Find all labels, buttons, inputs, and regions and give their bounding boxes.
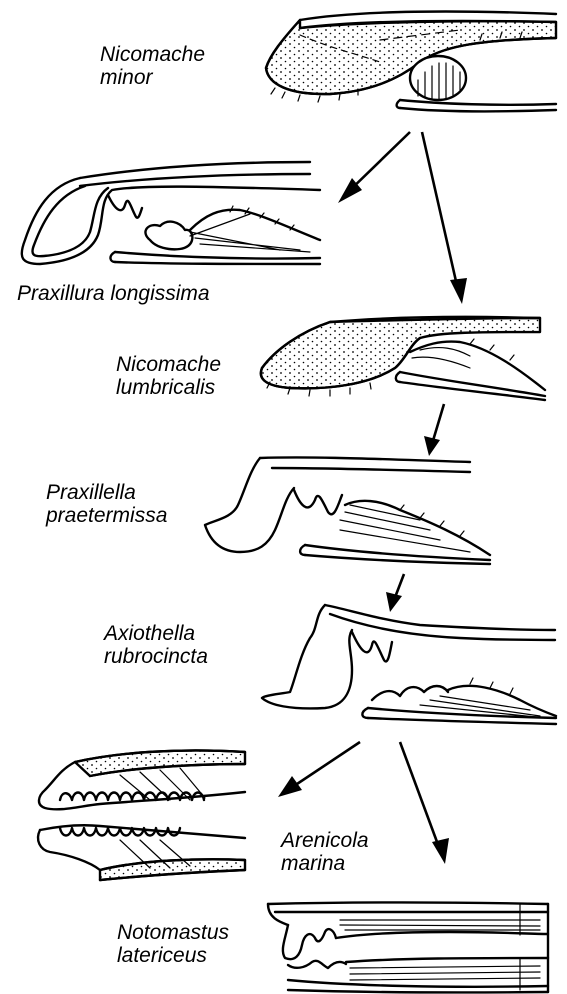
arrow-to-nicomache-lumbricalis xyxy=(422,132,467,304)
arrow-to-arenicola xyxy=(278,742,360,797)
arrow-to-praxillella xyxy=(424,404,444,456)
notomastus-latericeus-drawing xyxy=(268,903,548,993)
species-label-arenicola-marina: Arenicola marina xyxy=(281,829,369,875)
species-label-praxillura-longissima: Praxillura longissima xyxy=(17,282,210,305)
nicomache-minor-drawing xyxy=(266,12,556,112)
species-label-praxillella-praetermissa: Praxillella praetermissa xyxy=(46,481,167,527)
species-label-notomastus-latericeus: Notomastus latericeus xyxy=(117,921,229,967)
arrow-to-praxillura xyxy=(338,132,410,203)
axiothella-rubrocincta-drawing xyxy=(262,605,556,724)
arrow-to-notomastus xyxy=(400,742,449,864)
arenicola-marina-drawing xyxy=(38,750,245,880)
praxillella-praetermissa-drawing xyxy=(205,457,490,564)
species-label-axiothella-rubrocincta: Axiothella rubrocincta xyxy=(104,622,208,668)
nicomache-lumbricalis-drawing xyxy=(261,317,545,400)
praxillura-longissima-drawing xyxy=(22,162,320,264)
species-label-nicomache-lumbricalis: Nicomache lumbricalis xyxy=(116,353,221,399)
arrow-to-axiothella xyxy=(386,574,404,612)
species-label-nicomache-minor: Nicomache minor xyxy=(100,43,205,89)
